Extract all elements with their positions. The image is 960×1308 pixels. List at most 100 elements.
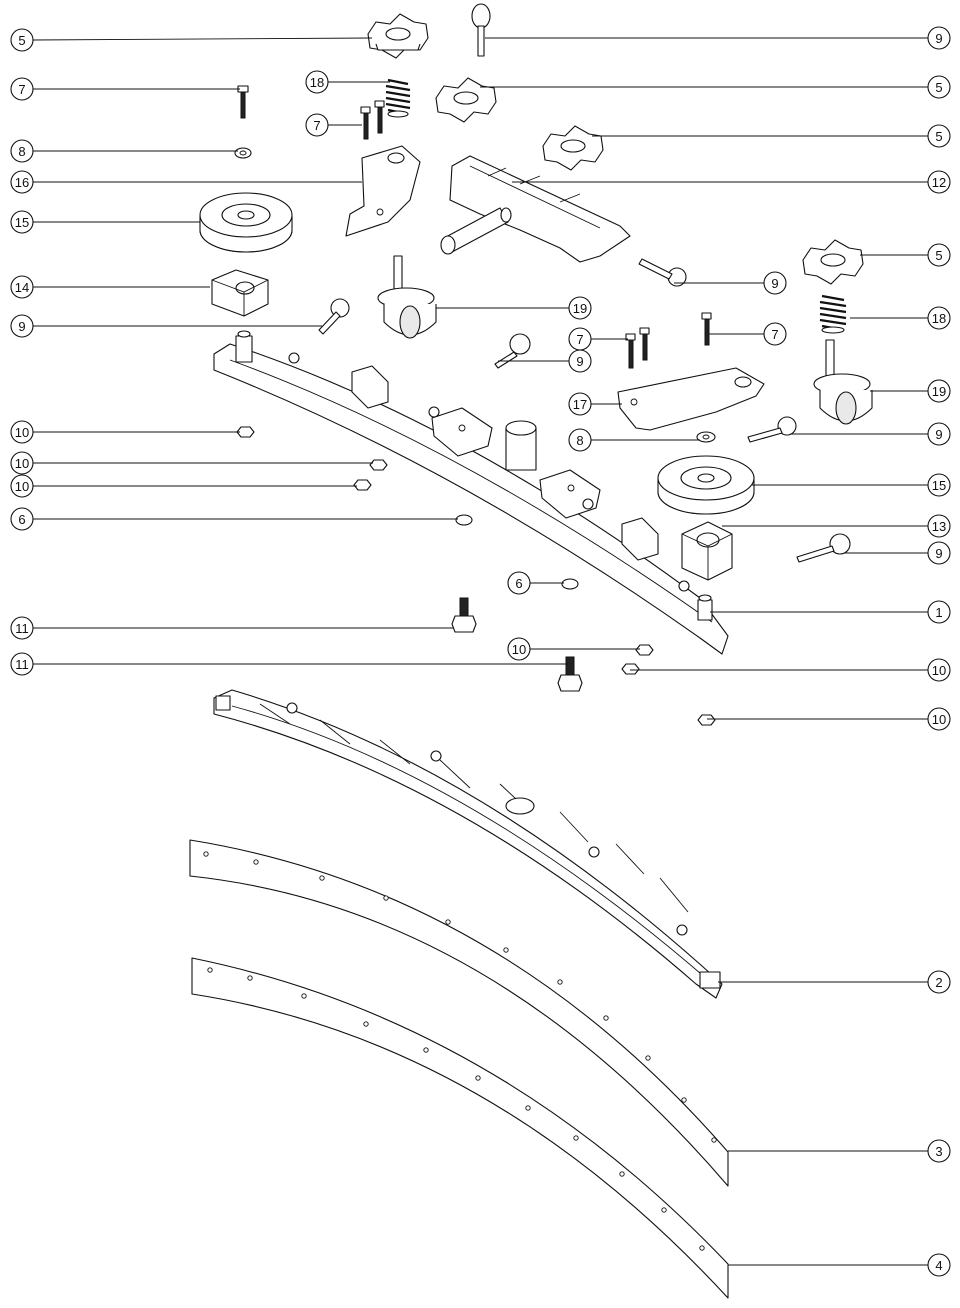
callout-bubble xyxy=(10,451,34,475)
ring-pin-part xyxy=(318,298,350,335)
spring-part xyxy=(385,78,411,118)
nut-part xyxy=(369,459,388,471)
callout-11: 11 xyxy=(10,616,454,640)
ring-pin-part xyxy=(747,416,797,443)
ring-pin-part xyxy=(494,333,531,369)
callout-leader-line xyxy=(32,37,373,41)
nut-part xyxy=(621,663,640,675)
callout-12: 12 xyxy=(512,170,951,194)
callout-10: 10 xyxy=(10,420,240,444)
callout-7: 7 xyxy=(305,113,362,137)
nut-part xyxy=(353,479,372,491)
callout-bubble xyxy=(763,271,787,295)
callout-bubble xyxy=(927,124,951,148)
callout-bubble xyxy=(927,306,951,330)
callout-10: 10 xyxy=(707,707,951,731)
callout-13: 13 xyxy=(722,514,951,538)
callout-number: 5 xyxy=(935,129,942,144)
callout-5: 5 xyxy=(860,243,951,267)
callout-bubble xyxy=(305,113,329,137)
callout-bubble xyxy=(305,70,329,94)
rear-blade-part xyxy=(191,957,729,1299)
nut-part xyxy=(635,644,654,656)
callout-bubble xyxy=(927,707,951,731)
callout-number: 19 xyxy=(932,384,946,399)
callout-10: 10 xyxy=(507,637,640,661)
callout-number: 10 xyxy=(932,712,946,727)
callout-6: 6 xyxy=(10,507,458,531)
callout-bubble xyxy=(927,1253,951,1277)
callout-bubble xyxy=(927,970,951,994)
callout-10: 10 xyxy=(10,451,373,475)
callout-bubble xyxy=(927,1139,951,1163)
callout-bubble xyxy=(927,170,951,194)
callout-number: 7 xyxy=(18,82,25,97)
callout-bubble xyxy=(10,139,34,163)
callout-8: 8 xyxy=(568,428,700,452)
star-knob-part xyxy=(435,77,497,123)
callout-bubble xyxy=(927,243,951,267)
bolt-part xyxy=(625,327,650,369)
callout-number: 18 xyxy=(932,311,946,326)
callout-bubble xyxy=(763,322,787,346)
callout-9: 9 xyxy=(845,541,951,565)
bracket-part xyxy=(345,145,421,237)
callout-19: 19 xyxy=(436,296,592,320)
spring-part xyxy=(819,294,847,334)
frame-part xyxy=(440,155,631,263)
callout-5: 5 xyxy=(592,124,951,148)
bolt-part xyxy=(360,100,385,140)
callout-9: 9 xyxy=(790,422,951,446)
callout-bubble xyxy=(927,422,951,446)
callout-14: 14 xyxy=(10,275,210,299)
callout-10: 10 xyxy=(630,658,951,682)
callout-number: 10 xyxy=(15,479,29,494)
callout-18: 18 xyxy=(305,70,390,94)
hex-bolt-part xyxy=(451,597,477,633)
callout-19: 19 xyxy=(870,379,951,403)
callout-number: 7 xyxy=(576,332,583,347)
nut-part xyxy=(697,714,716,726)
callout-3: 3 xyxy=(728,1139,951,1163)
callout-number: 9 xyxy=(771,276,778,291)
callout-number: 15 xyxy=(932,478,946,493)
bolt-part xyxy=(237,85,249,119)
callout-number: 13 xyxy=(932,519,946,534)
callout-bubble xyxy=(568,296,592,320)
wheel-part xyxy=(199,192,293,253)
callout-number: 11 xyxy=(15,621,29,636)
callout-number: 9 xyxy=(18,319,25,334)
callout-bubble xyxy=(507,571,531,595)
callout-number: 14 xyxy=(15,280,29,295)
plate-part xyxy=(617,367,765,431)
callout-6: 6 xyxy=(507,571,564,595)
lock-washer-part xyxy=(455,514,473,526)
clamp-part xyxy=(681,521,733,581)
front-blade-part xyxy=(189,839,729,1187)
callout-10: 10 xyxy=(10,474,357,498)
callout-number: 9 xyxy=(935,546,942,561)
frame-rail-part xyxy=(213,689,723,999)
callout-bubble xyxy=(568,392,592,416)
callout-18: 18 xyxy=(850,306,951,330)
callout-bubble xyxy=(507,637,531,661)
callout-number: 15 xyxy=(15,215,29,230)
callout-number: 10 xyxy=(932,663,946,678)
callout-number: 8 xyxy=(576,433,583,448)
callout-9: 9 xyxy=(498,349,592,373)
callout-7: 7 xyxy=(568,327,628,351)
callout-9: 9 xyxy=(10,314,322,338)
caster-part xyxy=(377,255,437,339)
callout-number: 12 xyxy=(932,175,946,190)
callout-number: 10 xyxy=(512,642,526,657)
callout-bubble xyxy=(10,170,34,194)
callout-bubble xyxy=(10,314,34,338)
callout-9: 9 xyxy=(485,26,951,50)
callout-9: 9 xyxy=(674,271,787,295)
callout-17: 17 xyxy=(568,392,622,416)
callout-bubble xyxy=(927,541,951,565)
callout-16: 16 xyxy=(10,170,362,194)
callout-7: 7 xyxy=(10,77,240,101)
callout-bubble xyxy=(10,420,34,444)
